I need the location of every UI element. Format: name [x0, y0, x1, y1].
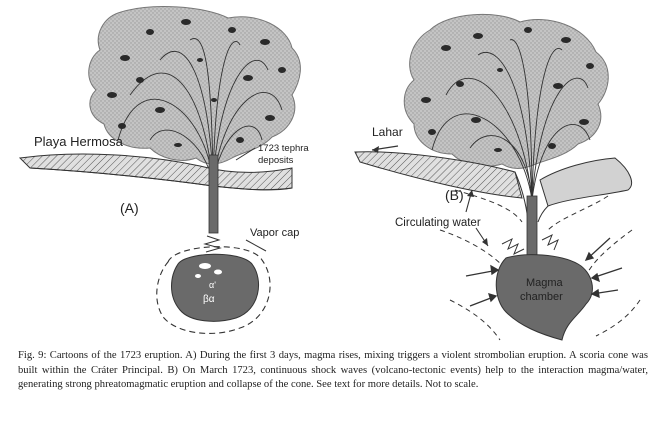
- alpha-label: α': [209, 280, 216, 290]
- figure-caption: Fig. 9: Cartoons of the 1723 eruption. A…: [18, 350, 648, 391]
- panel-b: Lahar (B) Circulating water Magma chambe…: [354, 14, 641, 341]
- vapor-cap-leader: [245, 239, 267, 252]
- fracture-zigzag-a: [203, 235, 222, 253]
- tephra-label-line1: 1723 tephra: [258, 143, 309, 154]
- water-label-arrowhead-up: [467, 190, 474, 197]
- conduit-a: [208, 154, 219, 234]
- collapsed-cone-b: [539, 157, 632, 207]
- lahar-deposit: [354, 151, 523, 199]
- tephra-label-line2: deposits: [258, 155, 294, 166]
- lahar-label: Lahar: [372, 125, 403, 139]
- tephra-deposits-a: [18, 153, 293, 191]
- eruption-cloud-a: [88, 6, 301, 165]
- lahar-arrowhead: [372, 146, 379, 153]
- ground-surface-a: [29, 167, 293, 191]
- water-label-arrowhead-down: [482, 238, 488, 246]
- panel-b-label: (B): [445, 187, 464, 203]
- vapor-cap-label: Vapor cap: [250, 227, 299, 239]
- eruption-cloud-b: [403, 14, 609, 169]
- playa-hermosa-label: Playa Hermosa: [34, 134, 124, 149]
- scoria-bombs-b: [421, 27, 594, 152]
- magma-label: Magma: [526, 277, 564, 289]
- circulating-water-label: Circulating water: [395, 217, 481, 229]
- chamber-label: chamber: [520, 291, 563, 303]
- tephra-leader: [235, 147, 256, 161]
- vapor-cap-boundary: [156, 246, 271, 334]
- panel-a: Playa Hermosa 1723 tephra deposits (A) V…: [18, 6, 309, 334]
- scoria-bombs-a: [107, 19, 286, 147]
- ballistic-trajectories-b: [431, 39, 591, 201]
- panel-a-label: (A): [120, 200, 139, 216]
- magma-chamber-b: [495, 254, 593, 341]
- eruption-figure: Playa Hermosa 1723 tephra deposits (A) V…: [18, 6, 641, 341]
- water-inflow-arrows: [465, 237, 623, 307]
- shock-wave-zigzags: [501, 233, 559, 256]
- conduit-b: [526, 195, 538, 257]
- beta-alpha-label: βα: [203, 294, 215, 305]
- magma-chamber-a: [171, 253, 260, 322]
- mixing-blobs: [195, 263, 222, 278]
